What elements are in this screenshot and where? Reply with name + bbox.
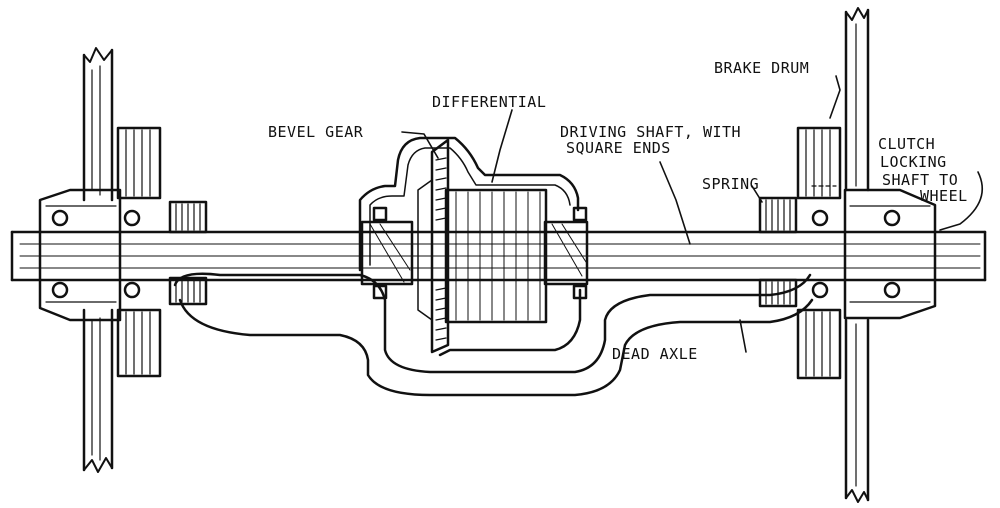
label-bevel-gear: BEVEL GEAR xyxy=(268,123,364,141)
label-clutch-line2: LOCKING xyxy=(880,153,947,171)
left-brake-drum xyxy=(116,126,162,378)
leader-bevel-gear xyxy=(401,131,439,159)
label-clutch-line1: CLUTCH xyxy=(878,135,936,153)
dead-axle-housing xyxy=(173,272,814,397)
right-hub xyxy=(811,188,937,320)
leader-differential xyxy=(491,109,513,183)
label-dead-axle: DEAD AXLE xyxy=(612,345,698,363)
right-spring xyxy=(758,196,798,308)
leader-dead-axle xyxy=(739,319,747,353)
differential-gear xyxy=(360,188,589,324)
right-brake-drum xyxy=(796,126,842,380)
left-wheel-spoke xyxy=(82,47,114,473)
leader-driving-shaft xyxy=(659,161,691,245)
label-driving-shaft-line2: SQUARE ENDS xyxy=(566,139,671,157)
leader-brake-drum xyxy=(829,75,841,119)
label-differential: DIFFERENTIAL xyxy=(432,93,547,111)
leader-lines xyxy=(401,75,984,353)
leader-spring xyxy=(751,185,763,203)
label-brake-drum: BRAKE DRUM xyxy=(714,59,810,77)
leader-clutch xyxy=(939,171,984,231)
label-clutch-line3: SHAFT TO xyxy=(882,171,959,189)
label-spring: SPRING xyxy=(702,175,760,193)
driving-shaft xyxy=(10,230,987,282)
differential-case xyxy=(358,136,582,357)
left-hub xyxy=(38,188,141,322)
label-clutch-line4: WHEEL xyxy=(920,187,968,205)
left-spring xyxy=(168,200,208,306)
bevel-gear xyxy=(417,138,450,354)
right-wheel-spoke xyxy=(844,7,870,503)
label-driving-shaft-line1: DRIVING SHAFT, WITH xyxy=(560,123,742,141)
